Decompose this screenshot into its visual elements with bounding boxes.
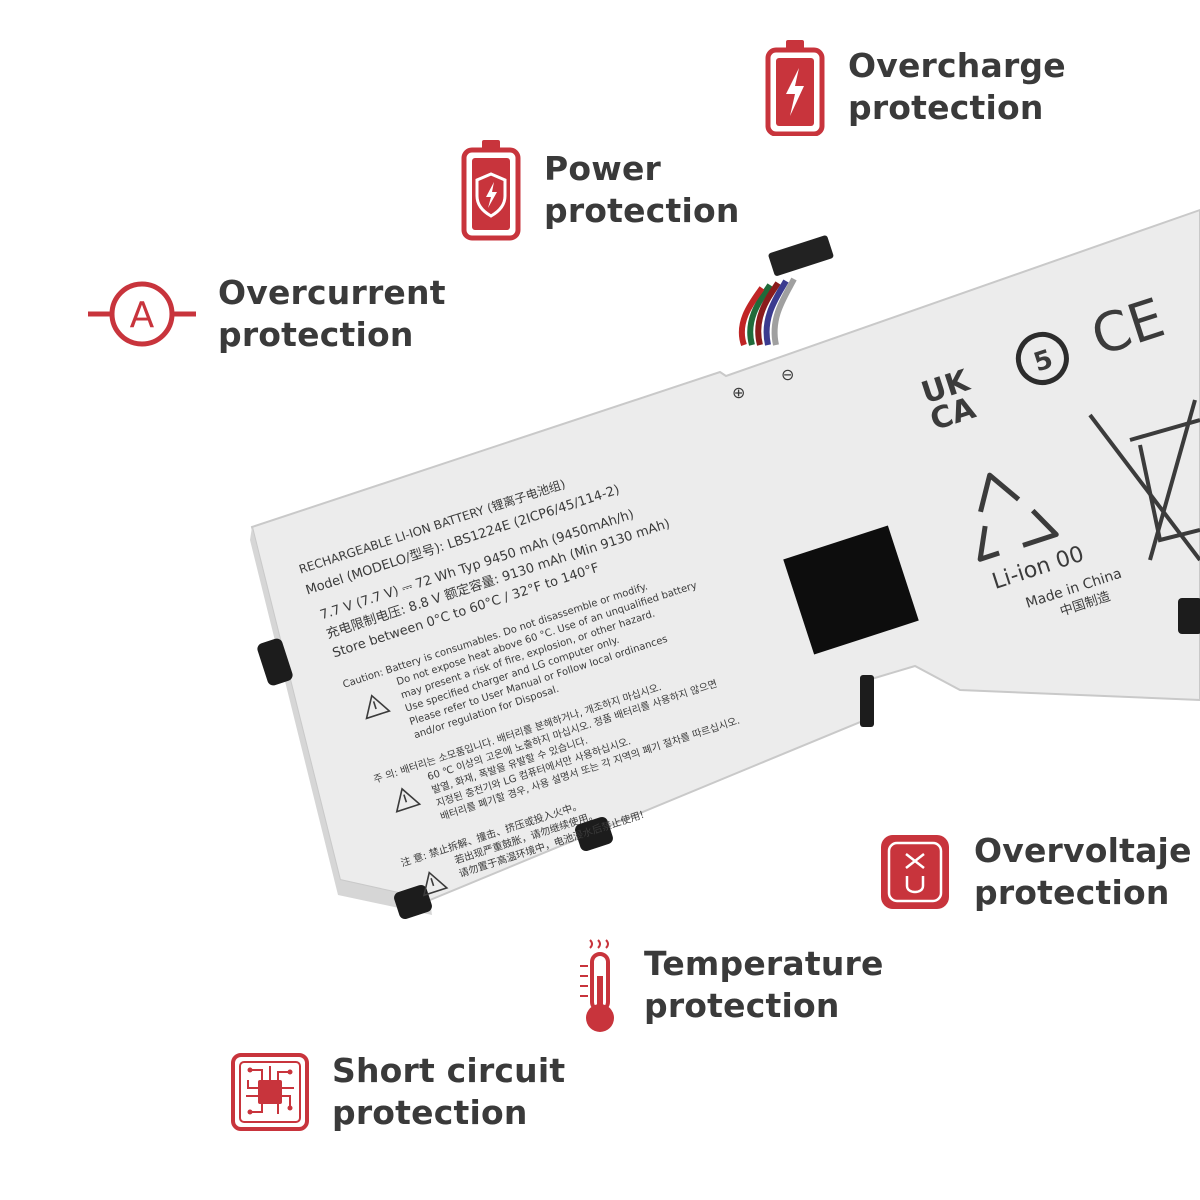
- recycle-icon: [977, 472, 1059, 562]
- feature-overcharge: Overcharge protection: [764, 38, 1066, 136]
- feature-temperature: Temperature protection: [578, 934, 884, 1036]
- feature-title: Temperature: [644, 944, 884, 983]
- terminal-minus: ⊖: [781, 365, 794, 384]
- warning-triangle-icon: [365, 694, 449, 897]
- feature-power: Power protection: [460, 138, 740, 242]
- feature-title: Overcurrent: [218, 273, 446, 312]
- feature-title: Overcharge: [848, 46, 1066, 85]
- recycle-period-icon: [1015, 331, 1069, 385]
- feature-short-circuit: Short circuit protection: [230, 1050, 565, 1134]
- battery-black-square: [783, 525, 919, 655]
- ammeter-glyph: A: [130, 295, 155, 336]
- feature-overcurrent: A Overcurrent protection: [88, 272, 446, 356]
- feature-title: Power: [544, 149, 661, 188]
- thermometer-icon: [578, 934, 622, 1036]
- battery-cable: [738, 235, 834, 346]
- feature-title: Short circuit: [332, 1051, 566, 1090]
- feature-subtitle: protection: [644, 986, 840, 1025]
- feature-subtitle: protection: [332, 1093, 528, 1132]
- weee-bin-icon: [1088, 399, 1200, 562]
- feature-subtitle: protection: [218, 315, 414, 354]
- feature-subtitle: protection: [848, 88, 1044, 127]
- feature-subtitle: protection: [974, 873, 1170, 912]
- voltage-icon: [878, 832, 952, 912]
- battery-shield-icon: [460, 138, 522, 242]
- circuit-chip-icon: [230, 1052, 310, 1132]
- feature-subtitle: protection: [544, 191, 740, 230]
- ammeter-icon: A: [88, 274, 196, 354]
- mounting-tabs: [257, 598, 1200, 920]
- feature-overvoltage: Overvoltaje protection: [878, 830, 1192, 914]
- battery-bolt-icon: [764, 38, 826, 136]
- feature-title: Overvoltaje: [974, 831, 1192, 870]
- terminal-plus: ⊕: [732, 383, 745, 402]
